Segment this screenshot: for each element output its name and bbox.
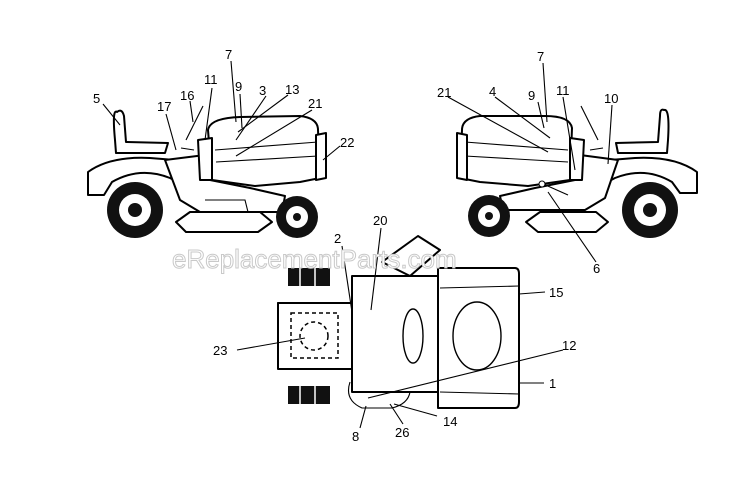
callout-20: 20 [373, 213, 387, 228]
right-side-view-tractor [456, 105, 698, 238]
callout-labels: 5 17 16 11 7 9 3 13 21 22 21 4 9 7 11 10… [93, 47, 618, 444]
callout-4: 4 [489, 84, 496, 99]
lift-lever [540, 182, 569, 196]
callout-22: 22 [340, 135, 354, 150]
callout-1: 1 [549, 376, 556, 391]
hood [207, 115, 321, 187]
callout-7: 7 [225, 47, 232, 62]
discharge-chute [381, 235, 441, 277]
callout-16: 16 [180, 88, 194, 103]
left-side-view-tractor [87, 105, 327, 238]
top-view-tractor [277, 235, 520, 409]
deck-outline [347, 381, 411, 409]
steering-wheel [185, 105, 204, 141]
callout-14: 14 [443, 414, 457, 429]
right-view-leaders [447, 62, 613, 263]
callout-5: 5 [93, 91, 100, 106]
callout-26: 26 [395, 425, 409, 440]
callout-7-right: 7 [537, 49, 544, 64]
top-view-leaders [236, 227, 564, 429]
rear-tire-bottom-left [288, 386, 330, 404]
callout-9: 9 [235, 79, 242, 94]
callout-6: 6 [593, 261, 600, 276]
dash-panel-right [569, 137, 585, 181]
callout-12: 12 [562, 338, 576, 353]
callout-21-right: 21 [437, 85, 451, 100]
callout-3: 3 [259, 83, 266, 98]
callout-13: 13 [285, 82, 299, 97]
mower-deck-right [525, 211, 609, 233]
callout-11: 11 [204, 72, 218, 87]
callout-8: 8 [352, 429, 359, 444]
left-view-leaders [102, 60, 341, 161]
watermark: eReplacementParts.com [172, 244, 457, 274]
decal-outline [290, 312, 339, 359]
front-grille [315, 132, 327, 181]
foot-tunnel [351, 275, 443, 393]
callout-9-right: 9 [528, 88, 535, 103]
callout-21: 21 [308, 96, 322, 111]
callout-11-right: 11 [556, 83, 570, 98]
rear-tire-top-left [288, 268, 330, 286]
hood-right [459, 115, 573, 187]
callout-10: 10 [604, 91, 618, 106]
callout-17: 17 [157, 99, 171, 114]
hood-center-oval [452, 301, 502, 371]
dash-panel [197, 137, 213, 181]
mower-deck [175, 211, 273, 233]
seat-right [615, 108, 670, 154]
callout-15: 15 [549, 285, 563, 300]
steering-top [402, 308, 424, 364]
callout-2: 2 [334, 231, 341, 246]
front-grille-right [456, 132, 468, 181]
seat [112, 109, 169, 154]
callout-23: 23 [213, 343, 227, 358]
